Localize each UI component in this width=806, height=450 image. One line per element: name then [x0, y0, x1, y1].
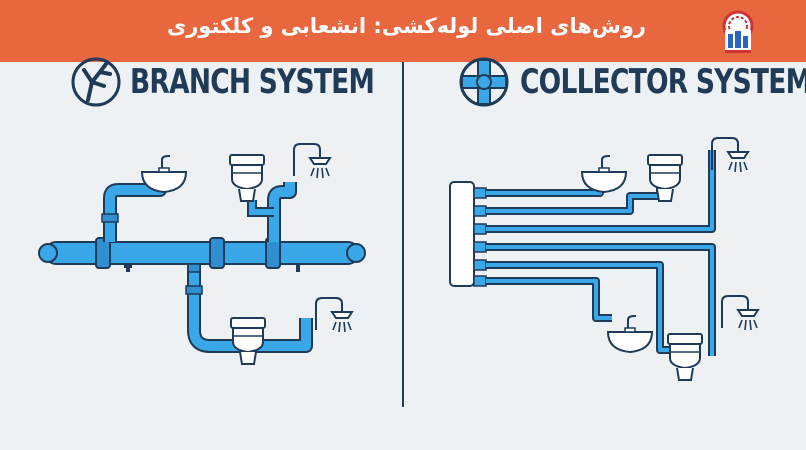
branch-lower-toilet-icon	[230, 317, 266, 365]
collector-lower-sink-icon	[607, 315, 653, 353]
header-bar: روش‌های اصلی لوله‌کشی: انشعابی و کلکتوری	[0, 0, 806, 62]
page-title: روش‌های اصلی لوله‌کشی: انشعابی و کلکتوری	[166, 14, 646, 38]
branch-system-diagram	[38, 143, 366, 365]
collector-system-title: COLLECTOR SYSTEM	[520, 62, 806, 102]
branch-icon	[71, 57, 121, 107]
collector-lower-shower-icon	[721, 295, 759, 331]
collector-system-diagram	[449, 137, 759, 381]
collector-shower-icon	[711, 137, 749, 173]
branch-toilet-icon	[229, 154, 265, 202]
panel-divider	[402, 62, 404, 407]
collector-lower-toilet-icon	[667, 333, 703, 381]
logo-icon	[722, 10, 754, 53]
branch-shower-icon	[293, 143, 331, 179]
branch-lower-shower-icon	[315, 297, 353, 333]
cross-junction-icon	[459, 57, 509, 107]
branch-system-title: BRANCH SYSTEM	[130, 62, 375, 102]
branch-sink-icon	[141, 155, 187, 193]
collector-sink-icon	[581, 155, 627, 193]
